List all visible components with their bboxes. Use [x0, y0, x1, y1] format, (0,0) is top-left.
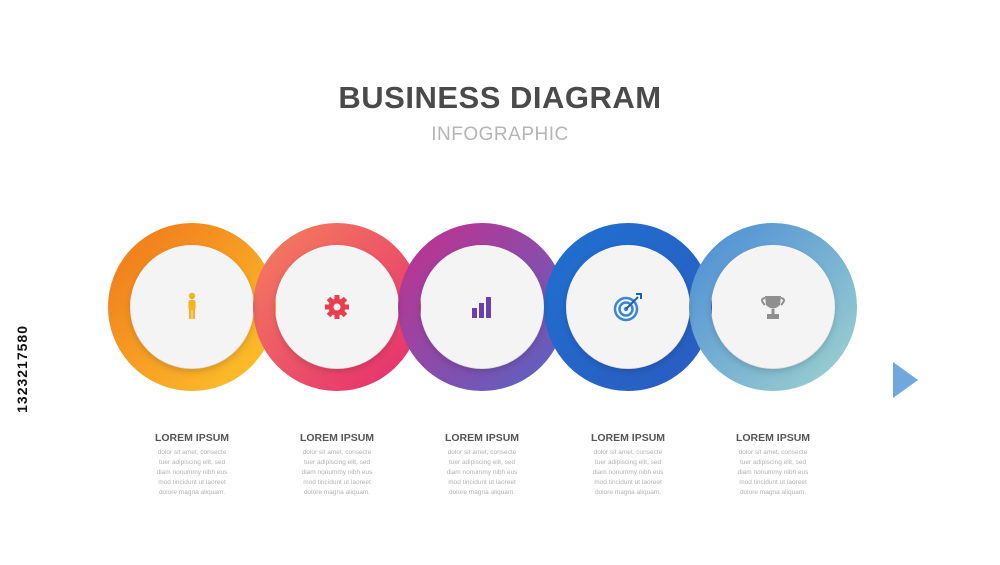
description-line: dolore magna aliquam. — [739, 489, 807, 496]
step-description: dolor sit amet, consecte tuer adipiscing … — [573, 448, 683, 498]
description-line: dolor sit amet, consecte — [157, 449, 227, 456]
step-title: LOREM IPSUM — [299, 432, 375, 444]
side-id-number: 1323217580 — [14, 325, 30, 413]
description-line: mod tincidunt ut laoreet — [594, 479, 662, 486]
description-line: tuer adipiscing elit, sed — [739, 459, 807, 466]
step-title: LOREM IPSUM — [735, 432, 811, 444]
description-line: dolore magna aliquam. — [303, 489, 371, 496]
step-description: dolor sit amet, consecte tuer adipiscing … — [718, 448, 828, 498]
step-ring-5 — [689, 223, 857, 391]
step-text-2: LOREM IPSUM dolor sit amet, consecte tuer … — [282, 432, 392, 498]
description-line: dolor sit amet, consecte — [447, 449, 517, 456]
description-line: mod tincidunt ut laoreet — [448, 479, 516, 486]
step-description: dolor sit amet, consecte tuer adipiscing … — [137, 448, 247, 498]
description-line: dolor sit amet, consecte — [302, 449, 372, 456]
trophy-icon — [761, 296, 785, 319]
bar-chart-icon — [472, 297, 491, 318]
step-text-1: LOREM IPSUM dolor sit amet, consecte tuer … — [137, 432, 247, 498]
description-line: mod tincidunt ut laoreet — [739, 479, 807, 486]
step-text-5: LOREM IPSUM dolor sit amet, consecte tuer … — [718, 432, 828, 498]
diagram-subtitle: INFOGRAPHIC — [431, 124, 569, 145]
description-line: mod tincidunt ut laoreet — [303, 479, 371, 486]
step-title: LOREM IPSUM — [590, 432, 666, 444]
description-line: diam nonummy nibh eus — [592, 469, 664, 476]
step-title: LOREM IPSUM — [154, 432, 230, 444]
description-line: tuer adipiscing elit, sed — [448, 459, 516, 466]
description-line: diam nonummy nibh eus — [446, 469, 518, 476]
target-icon — [613, 293, 642, 322]
diagram-title: BUSINESS DIAGRAM — [338, 80, 662, 115]
description-line: tuer adipiscing elit, sed — [303, 459, 371, 466]
description-line: tuer adipiscing elit, sed — [158, 459, 226, 466]
step-text-4: LOREM IPSUM dolor sit amet, consecte tuer … — [573, 432, 683, 498]
description-line: dolor sit amet, consecte — [738, 449, 808, 456]
arrow-head — [893, 362, 918, 398]
step-description: dolor sit amet, consecte tuer adipiscing … — [282, 448, 392, 498]
person-icon — [188, 292, 196, 319]
description-line: dolore magna aliquam. — [448, 489, 516, 496]
description-line: dolore magna aliquam. — [594, 489, 662, 496]
description-line: diam nonummy nibh eus — [156, 469, 228, 476]
step-text-3: LOREM IPSUM dolor sit amet, consecte tuer … — [427, 432, 537, 498]
step-description: dolor sit amet, consecte tuer adipiscing … — [427, 448, 537, 498]
description-line: dolore magna aliquam. — [158, 489, 226, 496]
step-title: LOREM IPSUM — [444, 432, 520, 444]
description-line: mod tincidunt ut laoreet — [158, 479, 226, 486]
description-line: dolor sit amet, consecte — [593, 449, 663, 456]
description-line: tuer adipiscing elit, sed — [594, 459, 662, 466]
description-line: diam nonummy nibh eus — [301, 469, 373, 476]
gear-icon — [325, 295, 349, 319]
description-line: diam nonummy nibh eus — [737, 469, 809, 476]
